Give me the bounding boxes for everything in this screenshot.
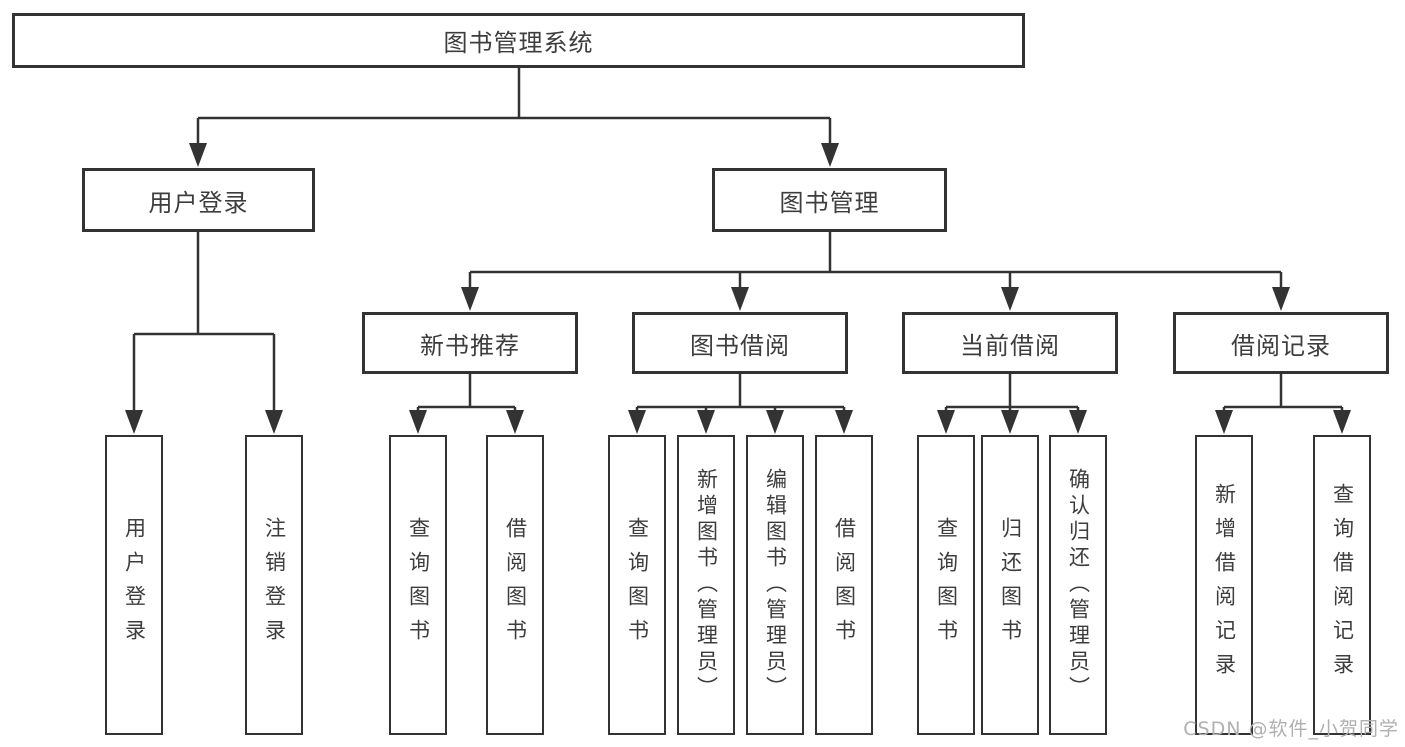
connector-currentborrow-to-leaves bbox=[944, 374, 1080, 413]
connector-userlogin-to-leaves bbox=[132, 232, 276, 413]
connector-bookborrow-to-leaves bbox=[635, 374, 846, 413]
node-book-management-label: 图书管理 bbox=[779, 188, 880, 217]
leaf-label: 查询图书 bbox=[625, 517, 650, 653]
leaf-label: 确认归还（管理员） bbox=[1066, 468, 1091, 702]
leaf-logout: 注销登录 bbox=[245, 435, 303, 735]
node-new-book-recommendation: 新书推荐 bbox=[362, 312, 578, 374]
connector-newbookrec-to-leaves bbox=[416, 374, 517, 413]
node-library-system-label: 图书管理系统 bbox=[443, 29, 594, 57]
leaf-confirm-return-admin: 确认归还（管理员） bbox=[1049, 435, 1107, 735]
connector-root-to-level2 bbox=[196, 68, 832, 146]
leaf-query-borrow-record: 查询借阅记录 bbox=[1313, 435, 1371, 735]
leaf-borrow-books-rec: 借阅图书 bbox=[486, 435, 544, 735]
node-book-borrowing-label: 图书借阅 bbox=[690, 331, 790, 360]
node-user-login: 用户登录 bbox=[82, 168, 315, 232]
leaf-label: 编辑图书（管理员） bbox=[763, 468, 788, 702]
leaf-return-books: 归还图书 bbox=[981, 435, 1039, 735]
node-borrowing-records: 借阅记录 bbox=[1173, 312, 1389, 374]
leaf-label: 用户登录 bbox=[122, 517, 147, 653]
leaf-label: 查询借阅记录 bbox=[1330, 483, 1355, 687]
leaf-query-books-rec: 查询图书 bbox=[389, 435, 447, 735]
node-new-book-recommendation-label: 新书推荐 bbox=[420, 331, 520, 360]
leaf-add-borrow-record: 新增借阅记录 bbox=[1195, 435, 1253, 735]
leaf-label: 查询图书 bbox=[934, 517, 959, 653]
node-current-borrowing: 当前借阅 bbox=[902, 312, 1118, 374]
leaf-borrow-books: 借阅图书 bbox=[815, 435, 873, 735]
connector-borrowrecords-to-leaves bbox=[1222, 374, 1344, 413]
node-book-borrowing: 图书借阅 bbox=[632, 312, 848, 374]
leaf-label: 查询图书 bbox=[406, 517, 431, 653]
leaf-label: 借阅图书 bbox=[503, 517, 528, 653]
node-current-borrowing-label: 当前借阅 bbox=[960, 331, 1060, 360]
node-library-system: 图书管理系统 bbox=[12, 13, 1025, 68]
leaf-label: 归还图书 bbox=[998, 517, 1023, 653]
watermark: CSDN @软件_小贺同学 bbox=[1183, 718, 1399, 740]
leaf-query-books-current: 查询图书 bbox=[917, 435, 975, 735]
node-user-login-label: 用户登录 bbox=[148, 188, 249, 217]
leaf-user-login: 用户登录 bbox=[105, 435, 163, 735]
leaf-label: 新增图书（管理员） bbox=[694, 468, 719, 702]
leaf-label: 新增借阅记录 bbox=[1212, 483, 1237, 687]
leaf-label: 借阅图书 bbox=[832, 517, 857, 653]
leaf-query-books-borrow: 查询图书 bbox=[608, 435, 666, 735]
node-borrowing-records-label: 借阅记录 bbox=[1231, 331, 1331, 360]
connector-bookmgmt-to-level3 bbox=[468, 232, 1283, 290]
node-book-management: 图书管理 bbox=[712, 168, 947, 232]
leaf-edit-books-admin: 编辑图书（管理员） bbox=[746, 435, 804, 735]
leaf-label: 注销登录 bbox=[262, 517, 287, 653]
leaf-add-books-admin: 新增图书（管理员） bbox=[677, 435, 735, 735]
